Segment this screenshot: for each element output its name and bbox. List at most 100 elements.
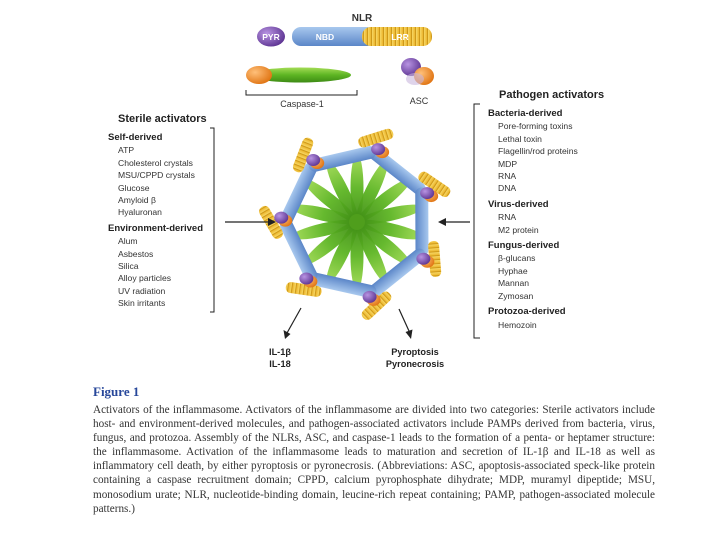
list-item: Alum (118, 236, 138, 247)
sterile-group-heading: Environment-derived (108, 222, 204, 234)
list-item: DNA (498, 183, 517, 194)
inflammasome-diagram: NLR PYR NBD LRR Caspase-1 ASC (210, 13, 480, 339)
pyr-unit (274, 211, 289, 224)
list-item: Pore-forming toxins (498, 121, 573, 132)
figure-title: Figure 1 (93, 384, 140, 399)
cell-death-outputs: Pyroptosis Pyronecrosis (380, 346, 450, 370)
pathogen-bracket (473, 103, 480, 339)
asc-label: ASC (410, 96, 429, 106)
list-item: RNA (498, 171, 517, 182)
list-item: M2 protein (498, 224, 539, 235)
list-item: ATP (118, 145, 135, 156)
pathogen-group-heading: Protozoa-derived (488, 306, 566, 318)
pathogen-group-heading: Fungus-derived (488, 240, 560, 252)
lrr-segment (418, 171, 451, 198)
pyroptosis-label: Pyroptosis (391, 347, 439, 357)
list-item: RNA (498, 212, 517, 223)
figure-caption: Activators of the inflammasome. Activato… (93, 404, 655, 515)
il-1b-label: IL-1β (269, 347, 291, 357)
lrr-domain (362, 27, 432, 46)
caspase-spoke (356, 204, 424, 225)
pathogen-title: Pathogen activators (499, 89, 605, 101)
lrr-segment (358, 128, 394, 148)
list-item: Alloy particles (118, 273, 172, 284)
nlr-structure: NLR PYR NBD LRR (257, 13, 432, 47)
pathogen-arrowhead (438, 218, 446, 226)
pyr-unit (371, 143, 386, 156)
sterile-title: Sterile activators (118, 113, 207, 125)
cytokine-arrow (286, 307, 302, 334)
caspase-spoke (303, 179, 358, 223)
caspase-spoke (355, 160, 388, 223)
cytokine-arrowhead (283, 330, 291, 339)
nbd-rod (415, 187, 429, 256)
list-item: Cholesterol crystals (118, 157, 193, 168)
list-item: Hemozoin (498, 319, 537, 330)
pyr-unit (362, 290, 377, 303)
asc-shadow (406, 73, 424, 85)
caspase-spoke (290, 204, 358, 225)
caspase-spoke (326, 221, 359, 284)
caspase-spoke (356, 179, 411, 223)
list-item: Hyphae (498, 265, 528, 276)
lrr-label: LRR (391, 32, 408, 42)
pyr-label: PYR (262, 32, 279, 42)
nbd-rod (309, 272, 377, 298)
lrr-segment (428, 240, 442, 277)
list-item: Silica (118, 261, 139, 272)
lrr-segment (292, 137, 314, 173)
nbd-rod (280, 162, 317, 226)
list-item: Mannan (498, 278, 530, 289)
list-item: Amyloid β (118, 195, 156, 206)
pyr-unit (306, 154, 321, 167)
nbd-rod (308, 146, 376, 172)
pathogen-list: Bacteria-derived Pore-forming toxins Let… (488, 108, 578, 331)
inflammasome-complex (259, 128, 451, 321)
list-item: MSU/CPPD crystals (118, 170, 195, 181)
sterile-list: Self-derived ATP Cholesterol crystals MS… (108, 132, 203, 310)
cytokine-outputs: IL-1β IL-18 (262, 346, 298, 370)
death-arrowhead (405, 329, 413, 339)
asc-structure: ASC (401, 58, 434, 106)
caspase-1-structure: Caspase-1 (245, 66, 358, 109)
il-18-label: IL-18 (269, 359, 291, 369)
list-item: UV radiation (118, 285, 166, 296)
nbd-rod (368, 147, 426, 195)
caspase-spoke (356, 221, 411, 265)
list-item: Lethal toxin (498, 133, 542, 144)
pyr-unit (416, 252, 431, 265)
pyr-unit (420, 187, 435, 200)
pyronecrosis-label: Pyronecrosis (385, 359, 445, 369)
list-item: Zymosan (498, 290, 534, 301)
sterile-bracket (210, 127, 215, 313)
pyr-domain (257, 26, 285, 47)
nbd-label: NBD (316, 32, 334, 42)
list-item: Skin irritants (118, 298, 166, 309)
caspase-spoke (326, 160, 359, 223)
list-item: β-glucans (498, 253, 536, 264)
sterile-arrowhead (268, 218, 276, 226)
caspase-spoke (290, 219, 358, 240)
list-item: Hyaluronan (118, 207, 162, 218)
pathogen-group-heading: Virus-derived (488, 198, 549, 210)
caspase-card (246, 66, 272, 84)
pathogen-group-heading: Bacteria-derived (488, 108, 563, 119)
death-arrow (398, 308, 410, 332)
caspase-label: Caspase-1 (280, 99, 324, 109)
caspase-spoke (355, 221, 388, 284)
list-item: Asbestos (118, 248, 154, 259)
caspase-core (349, 214, 365, 230)
list-item: MDP (498, 158, 518, 169)
caspase-spoke (303, 221, 358, 265)
caspase-bracket (245, 90, 358, 96)
nbd-rod (280, 218, 318, 282)
list-item: Flagellin/rod proteins (498, 146, 578, 157)
nlr-title: NLR (352, 13, 373, 24)
sterile-group-heading: Self-derived (108, 132, 163, 143)
nbd-domain (292, 27, 376, 46)
nbd-rod (369, 248, 426, 297)
arrows (225, 218, 470, 339)
caspase-body (249, 67, 351, 83)
list-item: Glucose (118, 182, 150, 193)
pyr-unit (299, 272, 314, 285)
